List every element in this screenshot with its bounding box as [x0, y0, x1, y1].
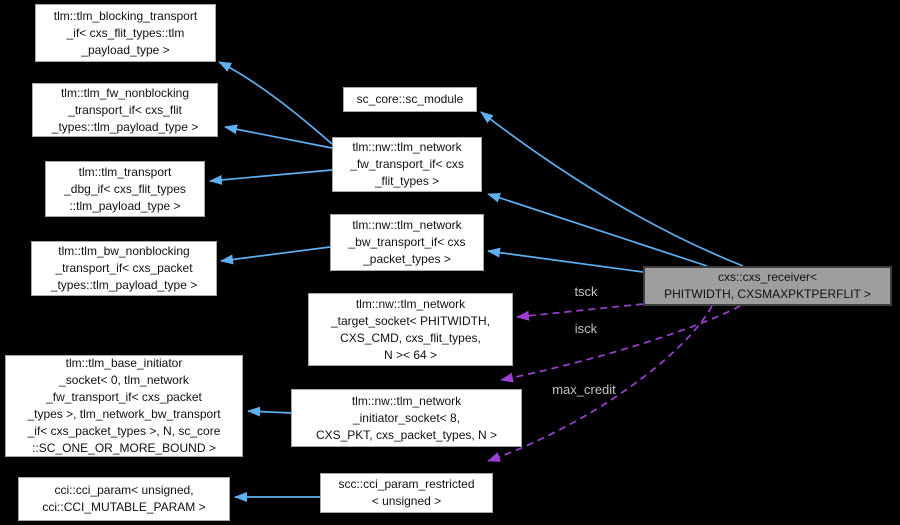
- node-tlm-base-initiator-socket[interactable]: tlm::tlm_base_initiator _socket< 0, tlm_…: [5, 355, 243, 457]
- edge-inherit-bw-transport-to-bw-nonblocking: [220, 246, 331, 265]
- node-tlm-blocking-transport-if[interactable]: tlm::tlm_blocking_transport _if< cxs_fli…: [35, 4, 216, 62]
- edge-inherit-fw-transport-to-blocking: [218, 61, 333, 145]
- node-tlm-network-initiator-socket[interactable]: tlm::nw::tlm_network _initiator_socket< …: [291, 389, 522, 447]
- edge-inherit-receiver-to-fw-transport: [487, 192, 708, 267]
- node-tlm-transport-dbg-if[interactable]: tlm::tlm_transport _dbg_if< cxs_flit_typ…: [45, 161, 205, 217]
- node-tlm-network-bw-transport-if[interactable]: tlm::nw::tlm_network _bw_transport_if< c…: [330, 214, 484, 271]
- edge-inherit-initiator-socket-to-base-initiator: [247, 406, 292, 417]
- edge-usage-tsck: [516, 303, 644, 321]
- edge-label-max-credit: max_credit: [552, 382, 616, 397]
- node-cci-cci-param[interactable]: cci::cci_param< unsigned, cci::CCI_MUTAB…: [18, 477, 230, 521]
- node-tlm-fw-nonblocking-transport-if[interactable]: tlm::tlm_fw_nonblocking _transport_if< c…: [32, 83, 218, 137]
- edge-inherit-receiver-to-bw-transport: [487, 247, 644, 273]
- node-cxs-cxs-receiver: cxs::cxs_receiver< PHITWIDTH, CXSMAXPKTP…: [643, 266, 892, 306]
- edge-usage-isck: [500, 305, 741, 383]
- edge-inherit-fw-transport-to-fw-nonblocking: [224, 124, 333, 149]
- node-tlm-bw-nonblocking-transport-if[interactable]: tlm::tlm_bw_nonblocking _transport_if< c…: [31, 241, 217, 296]
- edge-inherit-receiver-to-sc-module: [480, 111, 744, 267]
- edge-label-tsck: tsck: [574, 284, 598, 299]
- node-tlm-network-fw-transport-if[interactable]: tlm::nw::tlm_network _fw_transport_if< c…: [332, 137, 482, 192]
- edge-label-isck: isck: [574, 321, 598, 336]
- node-scc-cci-param-restricted[interactable]: scc::cci_param_restricted < unsigned >: [320, 473, 493, 513]
- node-tlm-network-target-socket[interactable]: tlm::nw::tlm_network _target_socket< PHI…: [308, 293, 513, 366]
- node-sc-core-sc-module[interactable]: sc_core::sc_module: [343, 87, 477, 112]
- edge-inherit-fw-transport-to-transport-dbg: [209, 169, 333, 185]
